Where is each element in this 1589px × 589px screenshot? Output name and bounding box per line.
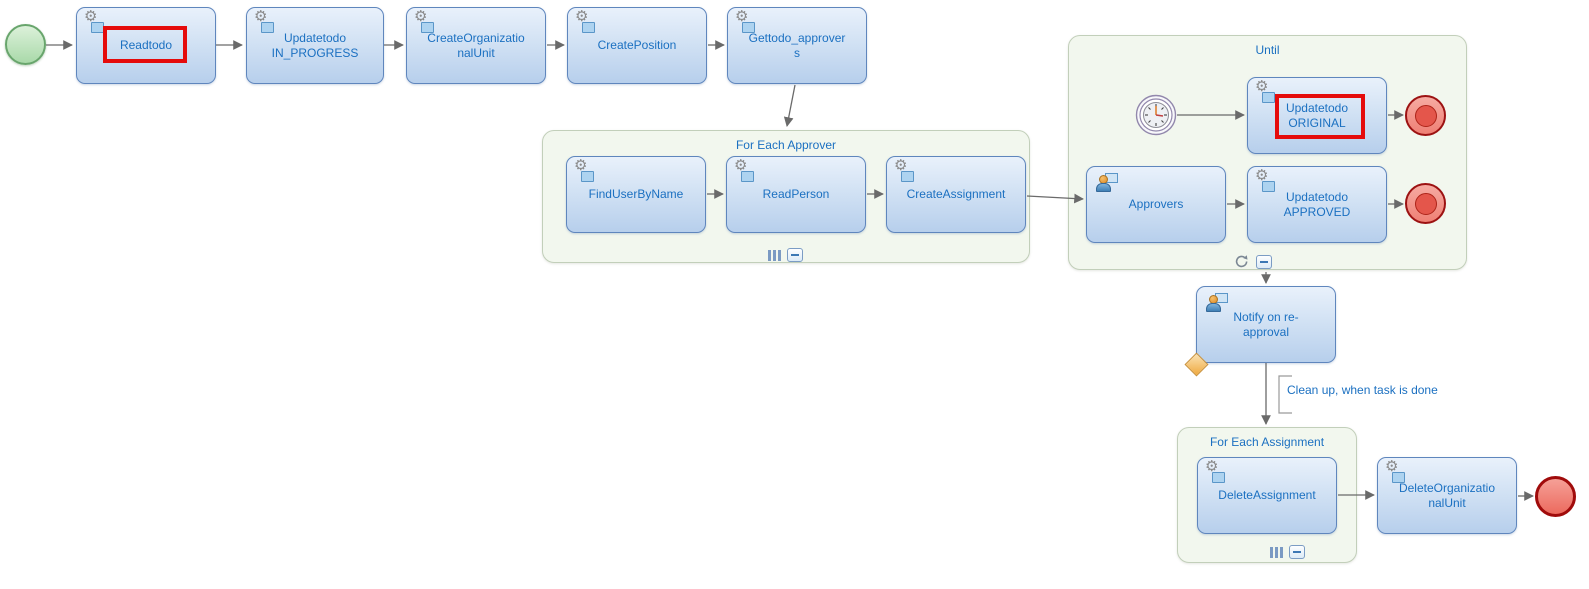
terminate-inner-circle: [1414, 192, 1437, 215]
task-label: Approvers: [1128, 197, 1184, 211]
task-updatetodo-in-progress[interactable]: ⚙ Updatetodo IN_PROGRESS: [246, 7, 384, 84]
terminate-inner-circle: [1414, 104, 1437, 127]
terminate-end-event[interactable]: [1405, 183, 1446, 224]
person-body: [1096, 183, 1111, 192]
collapse-button[interactable]: [1289, 545, 1305, 559]
page-shape: [741, 171, 754, 182]
task-label: CreatePosition: [597, 38, 677, 52]
service-task-icon: ⚙: [894, 157, 916, 183]
subprocess-title: Until: [1255, 43, 1280, 57]
task-delete-organizational-unit[interactable]: ⚙ DeleteOrganizatio nalUnit: [1377, 457, 1517, 534]
service-task-icon: ⚙: [1385, 458, 1407, 484]
subprocess-markers: [1270, 545, 1305, 559]
page-shape: [421, 22, 434, 33]
subprocess-markers: [768, 248, 803, 262]
task-create-assignment[interactable]: ⚙ CreateAssignment: [886, 156, 1026, 233]
person-body: [1206, 303, 1221, 312]
gear-icon: ⚙: [254, 8, 268, 25]
highlight-box-updatetodo-original: [1275, 94, 1365, 139]
task-label: ReadPerson: [762, 187, 830, 201]
task-label: DeleteOrganizatio nalUnit: [1398, 480, 1496, 510]
task-create-position[interactable]: ⚙ CreatePosition: [567, 7, 707, 84]
subprocess-markers: [1234, 254, 1272, 269]
gear-icon: ⚙: [894, 157, 908, 174]
task-label: CreateAssignment: [906, 187, 1006, 201]
task-notify-on-reapproval[interactable]: Notify on re- approval: [1196, 286, 1336, 363]
page-shape: [1262, 92, 1275, 103]
loop-icon: [1235, 255, 1248, 268]
service-task-icon: ⚙: [735, 8, 757, 34]
gear-icon: ⚙: [735, 8, 749, 25]
gear-icon: ⚙: [84, 8, 98, 25]
gear-icon: ⚙: [1255, 167, 1269, 184]
gear-icon: ⚙: [1255, 78, 1269, 95]
service-task-icon: ⚙: [575, 8, 597, 34]
service-task-icon: ⚙: [1255, 78, 1277, 104]
task-label: CreateOrganizatio nalUnit: [427, 30, 525, 60]
task-approvers[interactable]: Approvers: [1086, 166, 1226, 243]
service-task-icon: ⚙: [254, 8, 276, 34]
task-label: FindUserByName: [588, 187, 684, 201]
parallel-multi-instance-icon: [1270, 546, 1283, 558]
subprocess-title: For Each Approver: [735, 138, 837, 152]
page-shape: [901, 171, 914, 182]
task-label: DeleteAssignment: [1218, 488, 1316, 502]
page-shape: [742, 22, 755, 33]
task-gettodo-approvers[interactable]: ⚙ Gettodo_approver s: [727, 7, 867, 84]
gear-icon: ⚙: [574, 157, 588, 174]
timer-event-icon[interactable]: [1134, 93, 1178, 137]
task-label: Updatetodo APPROVED: [1283, 189, 1351, 219]
task-readtodo[interactable]: ⚙ Readtodo: [76, 7, 216, 84]
page-shape: [261, 22, 274, 33]
service-task-icon: ⚙: [414, 8, 436, 34]
page-shape: [1392, 472, 1405, 483]
user-task-icon: [1095, 173, 1118, 192]
sequence-flow: [783, 84, 796, 127]
task-label: Notify on re- approval: [1233, 309, 1299, 339]
parallel-multi-instance-icon: [768, 249, 781, 261]
task-label: Readtodo: [119, 38, 173, 52]
collapse-button[interactable]: [787, 248, 803, 262]
page-shape: [1262, 181, 1275, 192]
service-task-icon: ⚙: [1255, 167, 1277, 193]
gear-icon: ⚙: [575, 8, 589, 25]
page-shape: [582, 22, 595, 33]
sequence-flow: [1026, 193, 1084, 204]
gear-icon: ⚙: [1385, 458, 1399, 475]
text-annotation: Clean up, when task is done: [1287, 383, 1438, 397]
subprocess-title: For Each Assignment: [1209, 435, 1325, 449]
task-label: Updatetodo ORIGINAL: [1285, 100, 1349, 130]
task-updatetodo-original[interactable]: ⚙ Updatetodo ORIGINAL: [1247, 77, 1387, 154]
user-task-icon: [1205, 293, 1228, 312]
annotation-bracket: [1278, 375, 1292, 414]
task-read-person[interactable]: ⚙ ReadPerson: [726, 156, 866, 233]
task-find-user-by-name[interactable]: ⚙ FindUserByName: [566, 156, 706, 233]
service-task-icon: ⚙: [574, 157, 596, 183]
highlight-box-readtodo: [103, 26, 187, 63]
terminate-end-event[interactable]: [1405, 95, 1446, 136]
page-shape: [1212, 472, 1225, 483]
gear-icon: ⚙: [1205, 458, 1219, 475]
start-event[interactable]: [5, 24, 46, 65]
task-label: Gettodo_approver s: [748, 30, 846, 60]
page-shape: [581, 171, 594, 182]
service-task-icon: ⚙: [1205, 458, 1227, 484]
task-create-organizational-unit[interactable]: ⚙ CreateOrganizatio nalUnit: [406, 7, 546, 84]
gear-icon: ⚙: [734, 157, 748, 174]
task-updatetodo-approved[interactable]: ⚙ Updatetodo APPROVED: [1247, 166, 1387, 243]
task-label: Updatetodo IN_PROGRESS: [271, 30, 359, 60]
collapse-button[interactable]: [1256, 254, 1272, 269]
service-task-icon: ⚙: [734, 157, 756, 183]
task-delete-assignment[interactable]: ⚙ DeleteAssignment: [1197, 457, 1337, 534]
gear-icon: ⚙: [414, 8, 428, 25]
end-event[interactable]: [1535, 476, 1576, 517]
